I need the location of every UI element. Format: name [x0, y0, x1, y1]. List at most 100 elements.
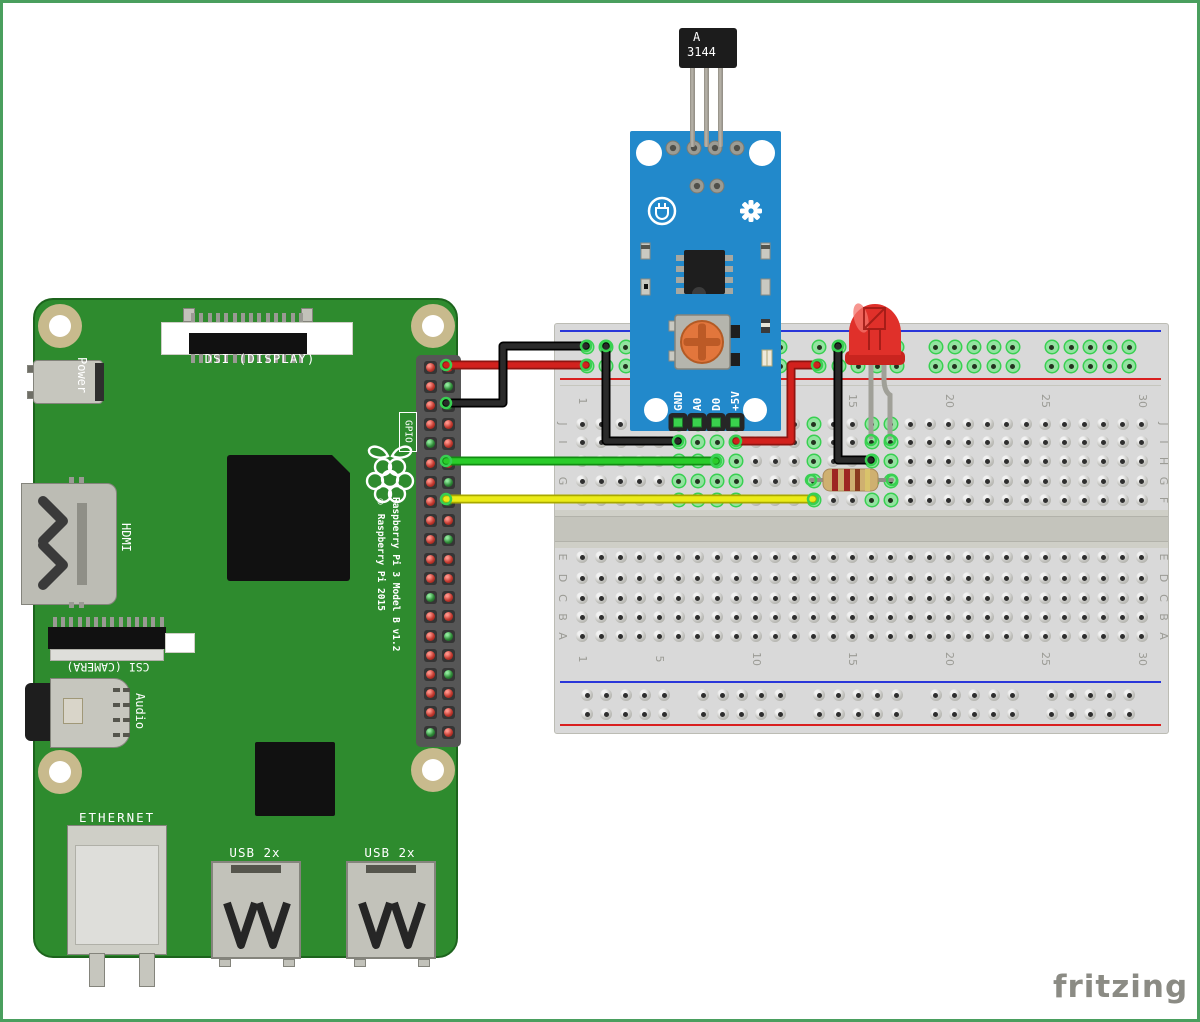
- breadboard-hole[interactable]: [1078, 592, 1091, 604]
- breadboard-hole[interactable]: [865, 551, 878, 563]
- breadboard-hole[interactable]: [755, 689, 768, 701]
- breadboard-hole[interactable]: [865, 494, 878, 506]
- breadboard-hole[interactable]: [581, 360, 593, 372]
- breadboard-hole[interactable]: [904, 436, 917, 448]
- gpio-pin[interactable]: [441, 456, 455, 470]
- breadboard-hole[interactable]: [904, 494, 917, 506]
- breadboard-hole[interactable]: [755, 708, 768, 720]
- breadboard-hole[interactable]: [827, 436, 840, 448]
- breadboard-hole[interactable]: [691, 592, 704, 604]
- breadboard-hole[interactable]: [807, 418, 820, 430]
- breadboard-hole[interactable]: [769, 572, 782, 584]
- breadboard-hole[interactable]: [581, 708, 593, 720]
- breadboard-hole[interactable]: [865, 592, 878, 604]
- breadboard-hole[interactable]: [633, 611, 646, 623]
- breadboard-hole[interactable]: [653, 436, 666, 448]
- breadboard-hole[interactable]: [852, 689, 865, 701]
- breadboard-hole[interactable]: [576, 436, 588, 448]
- breadboard-hole[interactable]: [576, 592, 588, 604]
- breadboard-hole[interactable]: [1058, 436, 1071, 448]
- breadboard-hole[interactable]: [929, 689, 942, 701]
- breadboard-hole[interactable]: [1116, 418, 1129, 430]
- breadboard-hole[interactable]: [884, 418, 897, 430]
- breadboard-hole[interactable]: [865, 572, 878, 584]
- breadboard-hole[interactable]: [807, 455, 820, 467]
- breadboard-hole[interactable]: [890, 689, 903, 701]
- breadboard-hole[interactable]: [1135, 418, 1148, 430]
- breadboard-hole[interactable]: [711, 475, 724, 487]
- hdmi-connector[interactable]: [21, 483, 117, 605]
- breadboard-hole[interactable]: [653, 630, 666, 642]
- breadboard-hole[interactable]: [884, 436, 897, 448]
- breadboard-hole[interactable]: [1078, 611, 1091, 623]
- gpio-pin[interactable]: [441, 533, 455, 547]
- breadboard-hole[interactable]: [884, 630, 897, 642]
- breadboard-hole[interactable]: [827, 551, 840, 563]
- breadboard-hole[interactable]: [1097, 455, 1110, 467]
- breadboard-hole[interactable]: [619, 708, 632, 720]
- breadboard-hole[interactable]: [1078, 551, 1091, 563]
- breadboard-hole[interactable]: [948, 689, 961, 701]
- breadboard-hole[interactable]: [807, 572, 820, 584]
- breadboard-hole[interactable]: [691, 455, 704, 467]
- breadboard-hole[interactable]: [614, 572, 627, 584]
- breadboard-hole[interactable]: [968, 689, 981, 701]
- breadboard-hole[interactable]: [595, 455, 608, 467]
- breadboard-hole[interactable]: [981, 551, 994, 563]
- gpio-pin[interactable]: [441, 706, 455, 720]
- breadboard-hole[interactable]: [807, 551, 820, 563]
- breadboard-hole[interactable]: [923, 436, 936, 448]
- breadboard-hole[interactable]: [638, 689, 651, 701]
- raspberry-pi-board[interactable]: DSI (DISPLAY) Power HDMI CSI (CAMERA) A: [21, 298, 461, 987]
- breadboard-hole[interactable]: [981, 418, 994, 430]
- breadboard-hole[interactable]: [653, 455, 666, 467]
- breadboard-hole[interactable]: [1116, 551, 1129, 563]
- breadboard-hole[interactable]: [1065, 341, 1078, 353]
- breadboard-hole[interactable]: [1039, 572, 1052, 584]
- gpio-pin[interactable]: [441, 495, 455, 509]
- breadboard-hole[interactable]: [1000, 494, 1013, 506]
- breadboard-hole[interactable]: [904, 418, 917, 430]
- breadboard-hole[interactable]: [807, 475, 820, 487]
- breadboard-hole[interactable]: [1020, 475, 1033, 487]
- gpio-pin[interactable]: [441, 514, 455, 528]
- breadboard-hole[interactable]: [595, 494, 608, 506]
- breadboard-hole[interactable]: [1006, 708, 1019, 720]
- breadboard-hole[interactable]: [1103, 708, 1116, 720]
- breadboard-hole[interactable]: [614, 494, 627, 506]
- breadboard-hole[interactable]: [711, 572, 724, 584]
- breadboard-hole[interactable]: [865, 418, 878, 430]
- breadboard-hole[interactable]: [981, 475, 994, 487]
- gpio-pin[interactable]: [423, 398, 437, 412]
- breadboard-hole[interactable]: [846, 475, 859, 487]
- breadboard-hole[interactable]: [865, 611, 878, 623]
- breadboard-hole[interactable]: [962, 551, 975, 563]
- breadboard-hole[interactable]: [968, 341, 981, 353]
- gpio-pin[interactable]: [441, 418, 455, 432]
- breadboard-hole[interactable]: [788, 418, 801, 430]
- breadboard-hole[interactable]: [1000, 551, 1013, 563]
- breadboard-hole[interactable]: [981, 572, 994, 584]
- breadboard-hole[interactable]: [942, 592, 955, 604]
- breadboard-hole[interactable]: [788, 592, 801, 604]
- breadboard-hole[interactable]: [827, 475, 840, 487]
- breadboard-hole[interactable]: [1135, 572, 1148, 584]
- power-connector[interactable]: [33, 360, 103, 404]
- breadboard-hole[interactable]: [600, 689, 613, 701]
- breadboard-hole[interactable]: [923, 494, 936, 506]
- gpio-pin[interactable]: [441, 591, 455, 605]
- breadboard-hole[interactable]: [846, 592, 859, 604]
- breadboard-hole[interactable]: [716, 689, 729, 701]
- breadboard-hole[interactable]: [871, 708, 884, 720]
- breadboard-hole[interactable]: [711, 455, 724, 467]
- breadboard-hole[interactable]: [1084, 689, 1097, 701]
- breadboard-hole[interactable]: [1039, 611, 1052, 623]
- breadboard-hole[interactable]: [672, 436, 685, 448]
- breadboard-hole[interactable]: [813, 689, 826, 701]
- breadboard-hole[interactable]: [730, 572, 743, 584]
- breadboard-hole[interactable]: [871, 360, 884, 372]
- breadboard-hole[interactable]: [595, 551, 608, 563]
- breadboard-hole[interactable]: [595, 418, 608, 430]
- breadboard-hole[interactable]: [987, 360, 1000, 372]
